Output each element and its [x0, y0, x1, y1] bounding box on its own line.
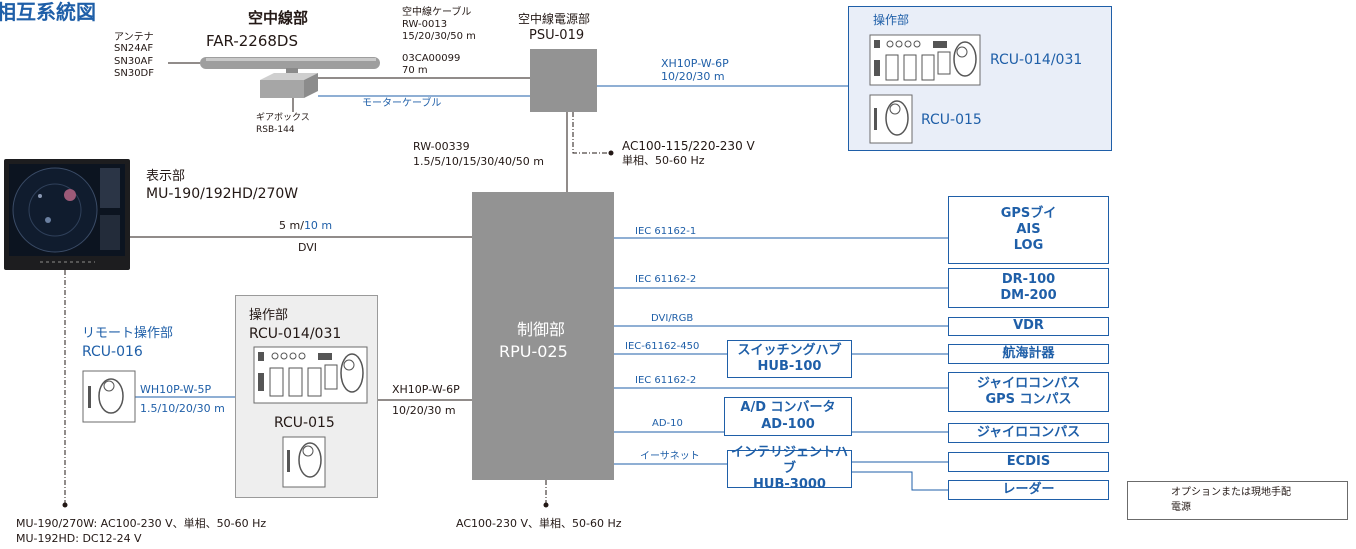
device-dm-200: DM-200: [1000, 288, 1057, 303]
antenna-cable-alt-length: 70 m: [402, 65, 428, 76]
interface-label-3: DVI/RGB: [651, 313, 694, 324]
display-title: 表示部: [146, 169, 186, 184]
device-nav-instruments-label: 航海計器: [1002, 345, 1055, 361]
display-model: MU-190/192HD/270W: [146, 186, 299, 202]
top-panel-model-1: RCU-014/031: [990, 52, 1083, 68]
legend-power: 電源: [1171, 502, 1191, 513]
interface-label-2: IEC 61162-2: [635, 274, 697, 285]
op-cable-model: XH10P-W-6P: [392, 383, 460, 396]
gray-panel-title: 操作部: [249, 308, 289, 323]
device-radar-label: レーダー: [1002, 481, 1055, 497]
antenna-cable-model: RW-0013: [402, 19, 448, 30]
device-gyro-compass: ジャイロコンパス: [976, 375, 1081, 391]
device-dr-100: DR-100: [1001, 271, 1056, 287]
rpu-power: AC100-230 V、単相、50-60 Hz: [456, 517, 622, 530]
dvi-length-std: 5 m: [279, 219, 301, 232]
device-gps-ais-log: GPSブイ AIS LOG: [948, 196, 1109, 264]
dvi-length-opt: 10 m: [303, 219, 333, 232]
device-gps-buoy: GPSブイ: [1000, 205, 1057, 221]
gearbox-label: ギアボックス: [256, 113, 310, 123]
device-gyro-gps-compass: ジャイロコンパス GPS コンパス: [948, 372, 1109, 412]
rpu-unit: [472, 192, 614, 480]
psu-unit: [530, 49, 597, 112]
dvi-length: 5 m/10 m: [279, 220, 332, 231]
remote-cable-lengths: 1.5/10/20/30 m: [140, 402, 225, 415]
rpu-title: 制御部: [517, 320, 566, 339]
legend-box: [1127, 481, 1348, 520]
top-panel-title: 操作部: [873, 13, 910, 27]
antenna-model-2: SN30AF: [114, 56, 154, 67]
hub-ad-converter: A/D コンバータ AD-100: [724, 397, 852, 436]
display-power-line2: MU-192HD: DC12-24 V: [16, 532, 142, 545]
dvi-type: DVI: [298, 241, 318, 254]
hub-switching: スイッチングハブ HUB-100: [727, 340, 852, 378]
remote-cable-model: WH10P-W-5P: [140, 383, 212, 396]
top-panel-model-2: RCU-015: [921, 112, 982, 128]
hub-switching-name: スイッチングハブ: [737, 342, 842, 358]
interface-label-5: IEC 61162-2: [635, 375, 697, 386]
interface-label-4: IEC-61162-450: [625, 341, 700, 352]
antenna-label: アンテナ: [114, 32, 154, 43]
device-ecdis: ECDIS: [948, 452, 1109, 472]
gray-panel-model-1: RCU-014/031: [249, 326, 342, 342]
device-vdr-label: VDR: [1013, 318, 1044, 334]
antenna-unit-title: 空中線部: [248, 9, 309, 27]
device-gyro-compass-2-label: ジャイロコンパス: [976, 424, 1081, 440]
rpu-cable-model: RW-00339: [413, 140, 470, 153]
antenna-model-3: SN30DF: [114, 68, 155, 79]
remote-model: RCU-016: [82, 344, 143, 360]
psu-title: 空中線電源部: [518, 12, 591, 26]
device-ecdis-label: ECDIS: [1006, 453, 1051, 469]
hub-intelligent-model: HUB-3000: [753, 477, 826, 493]
interface-label-6: AD-10: [652, 418, 683, 429]
antenna-cable-label: 空中線ケーブル: [402, 7, 472, 18]
interface-label-7: イーサネット: [640, 451, 700, 462]
diagram-title: 相互系統図: [0, 0, 96, 24]
psu-cable-model: XH10P-W-6P: [661, 57, 729, 70]
rpu-model: RPU-025: [499, 342, 568, 361]
device-gyro-compass-2: ジャイロコンパス: [948, 423, 1109, 443]
device-ais: AIS: [1016, 221, 1041, 237]
device-log: LOG: [1013, 238, 1044, 254]
display-power-line1: MU-190/270W: AC100-230 V、単相、50-60 Hz: [16, 517, 267, 530]
rpu-cable-lengths: 1.5/5/10/15/30/40/50 m: [413, 155, 544, 168]
motor-cable-label: モーターケーブル: [362, 98, 442, 109]
remote-title: リモート操作部: [82, 326, 174, 341]
op-cable-lengths: 10/20/30 m: [392, 404, 456, 417]
psu-cable-lengths: 10/20/30 m: [661, 70, 725, 83]
device-dr-dm: DR-100 DM-200: [948, 268, 1109, 308]
antenna-model-1: SN24AF: [114, 43, 154, 54]
antenna-cable-lengths: 15/20/30/50 m: [402, 31, 476, 42]
gearbox-model: RSB-144: [256, 125, 295, 135]
hub-switching-model: HUB-100: [757, 359, 822, 374]
legend-optional: オプションまたは現地手配: [1171, 487, 1291, 498]
gray-panel-model-2: RCU-015: [274, 415, 335, 431]
device-gps-compass: GPS コンパス: [985, 392, 1072, 407]
device-vdr: VDR: [948, 317, 1109, 336]
hub-intelligent-name: インテリジェントハブ: [730, 444, 848, 476]
psu-power-line2: 単相、50-60 Hz: [622, 154, 705, 167]
dvi-length-sep: /: [300, 219, 304, 232]
hub-intelligent: インテリジェントハブ HUB-3000: [727, 445, 852, 492]
device-radar: レーダー: [948, 480, 1109, 500]
psu-power-line1: AC100-115/220-230 V: [622, 139, 755, 153]
device-nav-instruments: 航海計器: [948, 344, 1109, 364]
psu-model: PSU-019: [529, 28, 585, 43]
antenna-cable-alt-model: 03CA00099: [402, 53, 461, 64]
interface-label-1: IEC 61162-1: [635, 226, 697, 237]
antenna-unit-model: FAR-2268DS: [206, 32, 298, 50]
hub-ad-converter-name: A/D コンバータ: [740, 400, 836, 416]
hub-ad-converter-model: AD-100: [761, 416, 815, 432]
